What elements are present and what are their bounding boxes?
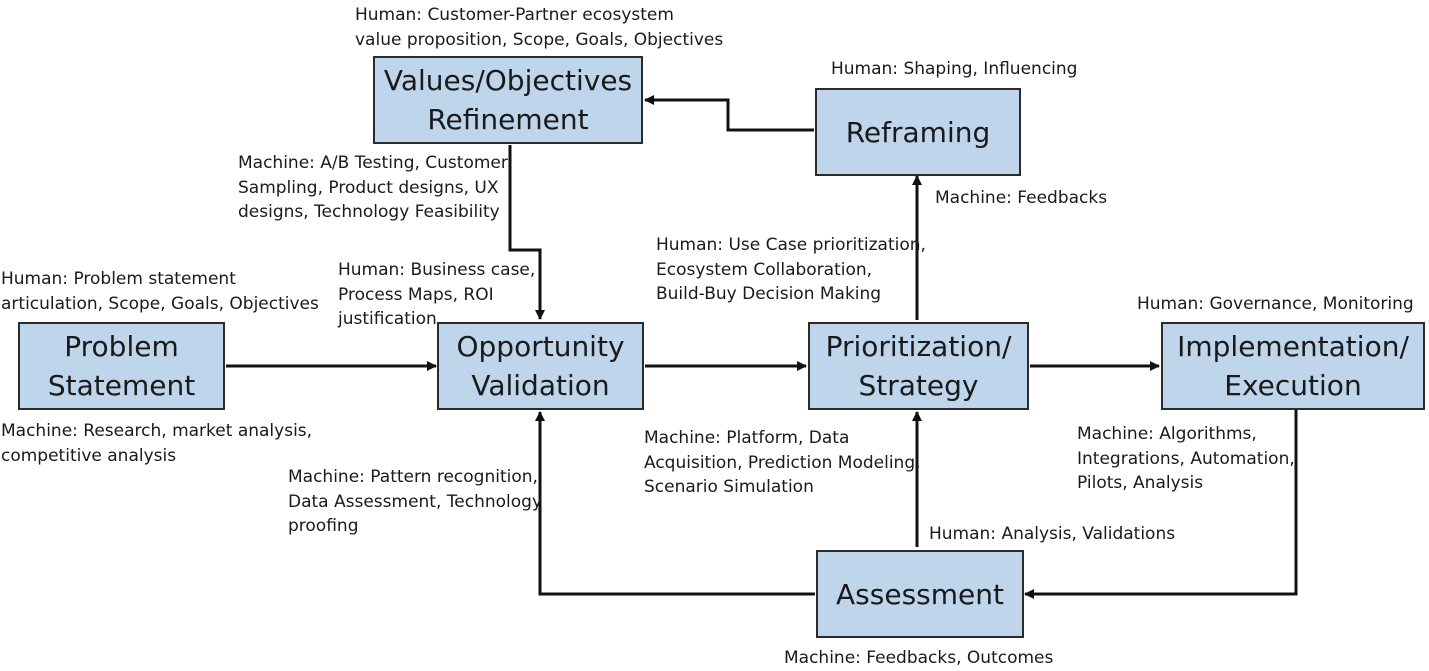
annotation-line: Human: Analysis, Validations	[929, 524, 1176, 544]
assessment-human-annotation: Human: Analysis, Validations	[929, 522, 1175, 547]
opportunity-machine-annotation: Machine: Pattern recognition, Data Asses…	[288, 465, 542, 539]
annotation-line: Human: Governance, Monitoring	[1137, 294, 1414, 314]
annotation-line: Machine: Platform, Data	[644, 428, 850, 448]
arrow-values-to-opportunity	[508, 145, 545, 320]
reframing-machine-annotation: Machine: Feedbacks	[935, 186, 1107, 211]
annotation-line: Data Assessment, Technology	[288, 491, 543, 512]
box-label-line: Problem	[64, 330, 179, 363]
annotation-line: Human: Problem statement	[1, 269, 236, 289]
annotation-line: Human: Shaping, Influencing	[831, 59, 1078, 79]
annotation-line: Machine: A/B Testing, Customer	[238, 153, 508, 173]
box-label-line: Opportunity	[456, 330, 625, 363]
box-label-line: Execution	[1224, 369, 1362, 402]
annotation-line: Ecosystem Collaboration,	[656, 259, 873, 280]
assessment-box: Assessment	[816, 550, 1024, 638]
reframing-human-annotation: Human: Shaping, Influencing	[831, 57, 1077, 82]
annotation-line: Scenario Simulation	[644, 477, 814, 497]
annotation-line: justification	[338, 309, 437, 329]
annotation-line: proofing	[288, 516, 359, 536]
values-human-annotation: Human: Customer-Partner ecosystem value …	[355, 3, 723, 52]
arrow-assessment-to-opportunity	[535, 411, 815, 596]
box-label-line: Prioritization/	[825, 330, 1012, 363]
annotation-line: Machine: Pattern recognition,	[288, 467, 538, 487]
prioritization-strategy-box: Prioritization/Strategy	[808, 322, 1029, 410]
annotation-line: Machine: Feedbacks, Outcomes	[784, 648, 1054, 668]
arrow-reframing-to-values	[644, 95, 814, 132]
prioritization-human-annotation: Human: Use Case prioritization, Ecosyste…	[656, 233, 926, 307]
values-machine-annotation: Machine: A/B Testing, Customer Sampling,…	[238, 151, 508, 225]
box-label-line: Strategy	[858, 369, 979, 402]
annotation-line: designs, Technology Feasibility	[238, 202, 500, 222]
problem-human-annotation: Human: Problem statement articulation, S…	[1, 267, 319, 316]
annotation-line: competitive analysis	[1, 445, 177, 466]
annotation-line: Machine: Algorithms,	[1077, 424, 1257, 444]
annotation-line: Integrations, Automation,	[1077, 448, 1295, 469]
implementation-human-annotation: Human: Governance, Monitoring	[1137, 292, 1414, 317]
box-label-line: Refinement	[427, 103, 589, 136]
box-label-line: Assessment	[836, 577, 1004, 611]
reframing-box: Reframing	[815, 88, 1021, 176]
annotation-line: Pilots, Analysis	[1077, 473, 1204, 493]
opportunity-human-annotation: Human: Business case, Process Maps, ROI …	[338, 258, 535, 332]
annotation-line: Machine: Research, market analysis,	[1, 421, 313, 441]
box-label-line: Statement	[47, 369, 196, 402]
prioritization-machine-annotation: Machine: Platform, Data Acquisition, Pre…	[644, 426, 921, 500]
implementation-machine-annotation: Machine: Algorithms, Integrations, Autom…	[1077, 422, 1295, 496]
annotation-line: Process Maps, ROI	[338, 284, 494, 305]
box-label-line: Implementation/	[1177, 330, 1409, 363]
box-label-line: Validation	[471, 369, 610, 402]
annotation-line: Acquisition, Prediction Modeling,	[644, 452, 921, 473]
annotation-line: Human: Use Case prioritization,	[656, 235, 926, 255]
annotation-line: Machine: Feedbacks	[935, 188, 1108, 208]
box-label-line: Reframing	[845, 115, 991, 149]
box-label-line: Values/Objectives	[383, 64, 633, 97]
assessment-machine-annotation: Machine: Feedbacks, Outcomes	[784, 646, 1053, 671]
annotation-line: value proposition, Scope, Goals, Objecti…	[355, 29, 724, 50]
implementation-execution-box: Implementation/Execution	[1161, 322, 1425, 410]
annotation-line: Human: Business case,	[338, 260, 536, 280]
annotation-line: Sampling, Product designs, UX	[238, 177, 499, 198]
annotation-line: Human: Customer-Partner ecosystem	[355, 5, 674, 25]
annotation-line: Build-Buy Decision Making	[656, 284, 882, 304]
problem-machine-annotation: Machine: Research, market analysis, comp…	[1, 419, 312, 468]
arrow-implementation-to-assessment	[1024, 410, 1298, 599]
annotation-line: articulation, Scope, Goals, Objectives	[1, 293, 319, 314]
